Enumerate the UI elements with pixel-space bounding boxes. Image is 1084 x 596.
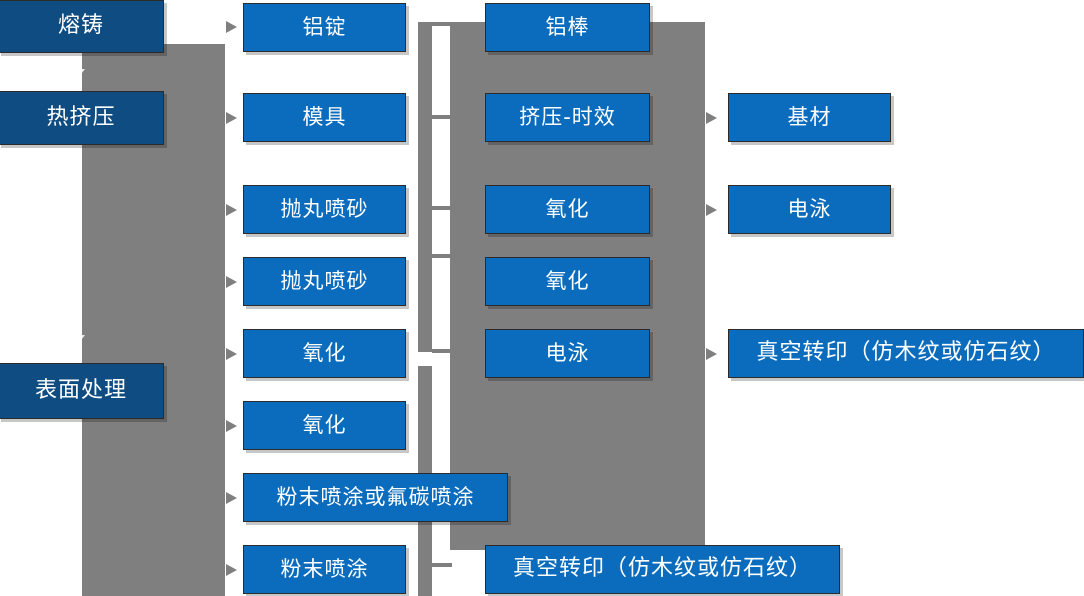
process-box-extrude-aging[interactable]: 挤压-时效 (485, 90, 650, 142)
connector-arrow-down-melt-to-extrude (71, 69, 85, 78)
step-box-oxidation-2[interactable]: 氧化 (243, 398, 406, 450)
stage-box-surface-treat[interactable]: 表面处理 (0, 360, 164, 419)
stage-box-melt-cast[interactable]: 熔铸 (0, 0, 164, 53)
stage-label-melt-cast: 熔铸 (57, 13, 104, 39)
arrow-to-output-base-material (706, 112, 717, 124)
connector-rung-process-oxidation-1 (432, 206, 452, 210)
connector-rung-aluminum-bar (432, 22, 452, 26)
stage-label-hot-extrude: 热挤压 (46, 104, 116, 130)
process-box-vacuum-transfer[interactable]: 真空转印（仿木纹或仿石纹） (485, 542, 840, 594)
step-label-shot-blast-1: 抛丸喷砂 (280, 196, 369, 221)
arrow-to-step-powder-or-pvdf (226, 492, 237, 504)
arrow-to-step-shot-blast-2 (226, 276, 237, 288)
step-label-oxidation-1: 氧化 (302, 340, 347, 365)
output-box-vacuum-transfer[interactable]: 真空转印（仿木纹或仿石纹） (728, 326, 1084, 378)
output-box-electrophoresis[interactable]: 电泳 (728, 182, 891, 234)
stage-box-hot-extrude[interactable]: 热挤压 (0, 88, 164, 145)
arrow-to-step-powder-coating (226, 564, 237, 576)
step-label-powder-coating: 粉末喷涂 (280, 556, 369, 581)
step-label-aluminum-ingot: 铝锭 (302, 14, 347, 39)
arrow-to-step-oxidation-1 (226, 348, 237, 360)
step-box-shot-blast-2[interactable]: 抛丸喷砂 (243, 254, 406, 306)
output-label-base-material: 基材 (787, 104, 832, 129)
step-label-oxidation-2: 氧化 (302, 412, 347, 437)
process-label-vacuum-transfer: 真空转印（仿木纹或仿石纹） (512, 556, 812, 582)
output-label-electrophoresis: 电泳 (787, 196, 832, 221)
step-box-shot-blast-1[interactable]: 抛丸喷砂 (243, 182, 406, 234)
connector-arrow-down-extrude-to-surface (71, 335, 85, 344)
process-label-oxidation-2: 氧化 (545, 268, 590, 293)
output-label-vacuum-transfer: 真空转印（仿木纹或仿石纹） (756, 340, 1056, 366)
process-box-electrophoresis[interactable]: 电泳 (485, 326, 650, 378)
arrow-to-output-vacuum-transfer (706, 348, 717, 360)
process-label-aluminum-bar: 铝棒 (545, 14, 590, 39)
process-label-electrophoresis: 电泳 (545, 340, 590, 365)
process-box-oxidation-2[interactable]: 氧化 (485, 254, 650, 306)
arrow-to-step-aluminum-ingot (226, 21, 237, 33)
stage-label-surface-treat: 表面处理 (34, 377, 127, 403)
connector-rung-process-electrophoresis (432, 349, 452, 353)
connector-stub-surface-treat (163, 388, 179, 393)
output-box-base-material[interactable]: 基材 (728, 90, 891, 142)
arrow-to-output-electrophoresis (706, 204, 717, 216)
arrow-to-step-mould (226, 112, 237, 124)
step-box-aluminum-ingot[interactable]: 铝锭 (243, 0, 406, 52)
process-box-aluminum-bar[interactable]: 铝棒 (485, 0, 650, 52)
process-label-oxidation-1: 氧化 (545, 196, 590, 221)
step-box-oxidation-1[interactable]: 氧化 (243, 326, 406, 378)
process-label-extrude-aging: 挤压-时效 (519, 104, 616, 129)
connector-spine-step-to-process-upper (418, 22, 432, 352)
arrow-to-step-shot-blast-1 (226, 204, 237, 216)
step-box-powder-or-pvdf[interactable]: 粉末喷涂或氟碳喷涂 (243, 470, 508, 522)
step-box-mould[interactable]: 模具 (243, 90, 406, 142)
arrow-to-step-oxidation-2 (226, 420, 237, 432)
connector-rung-process-oxidation-2 (432, 254, 452, 258)
process-box-oxidation-1[interactable]: 氧化 (485, 182, 650, 234)
connector-rung-extrude-aging (432, 115, 452, 119)
connector-rung-process-vacuum-transfer (432, 563, 452, 567)
step-label-powder-or-pvdf: 粉末喷涂或氟碳喷涂 (276, 484, 475, 509)
step-label-mould: 模具 (302, 104, 347, 129)
step-label-shot-blast-2: 抛丸喷砂 (280, 268, 369, 293)
step-box-powder-coating[interactable]: 粉末喷涂 (243, 542, 406, 594)
